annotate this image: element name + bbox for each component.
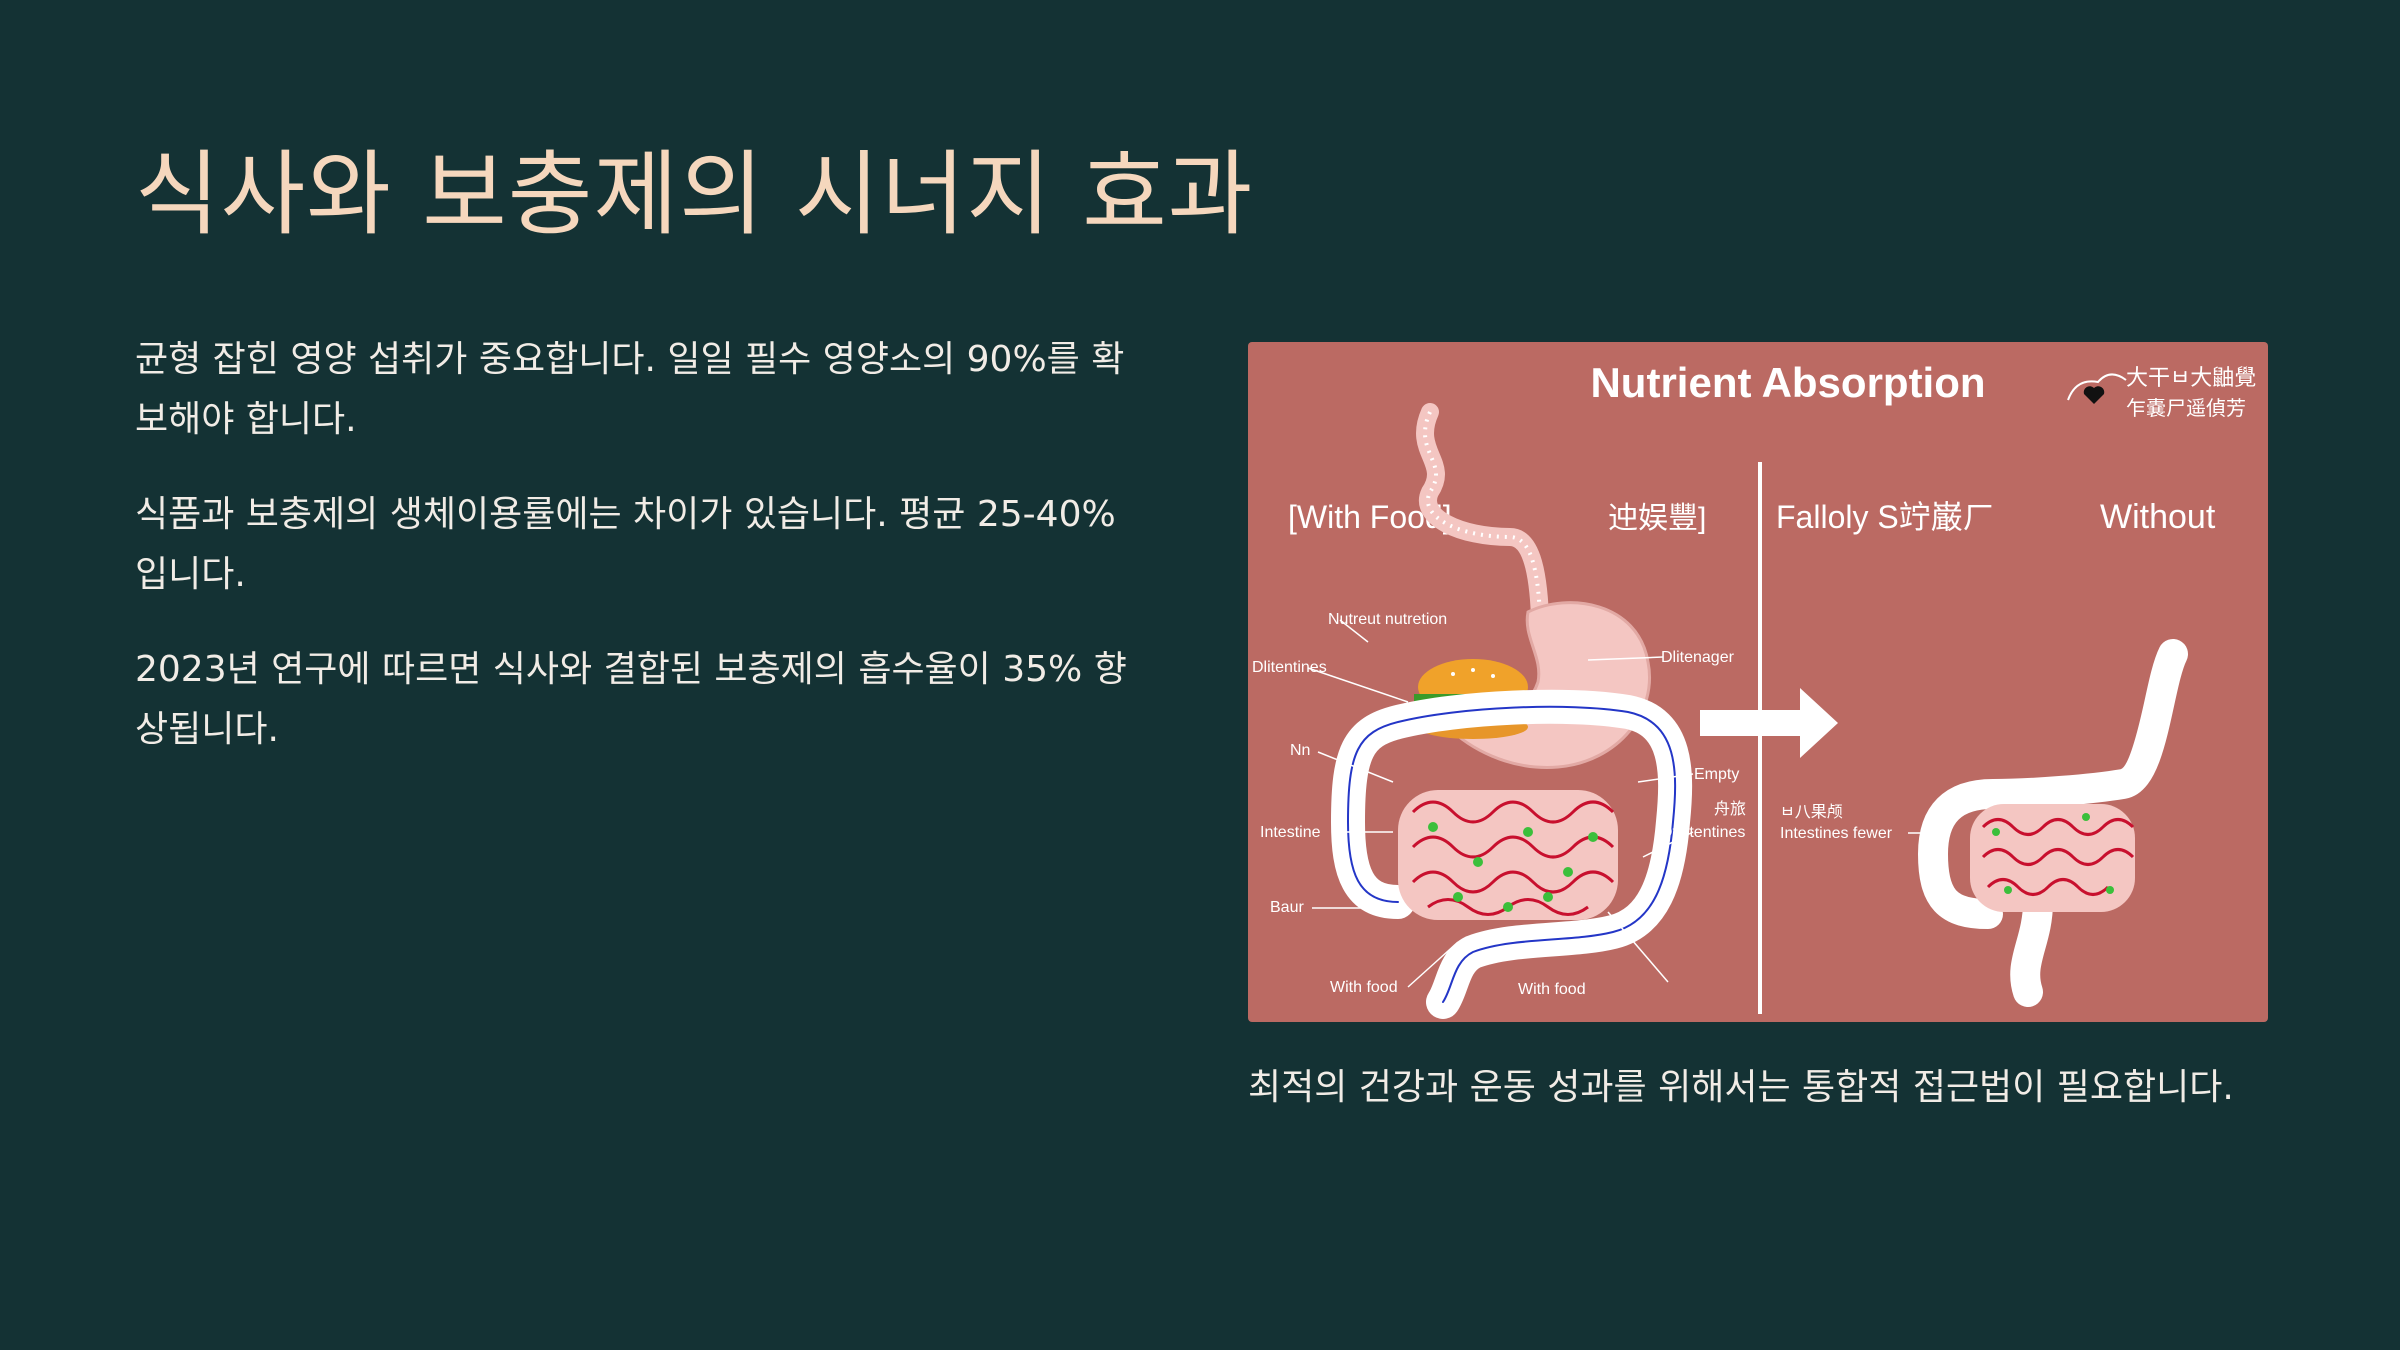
label-with-food-right: With food	[1518, 981, 1586, 998]
nutrient-dots-right	[1992, 813, 2114, 894]
slide-title: 식사와 보충제의 시너지 효과	[135, 141, 1254, 248]
nutrient-absorption-illustration: Nutrient Absorption 大干ㅂ大鼬覺 乍嚢尸遥偵芳 [With …	[1248, 342, 2268, 1022]
label-intestine: Intestine	[1260, 824, 1321, 841]
header-mid-right: Falloly S竚巌ㄏ	[1776, 499, 1995, 535]
label-nutrient: Nutreut nutretion	[1328, 611, 1447, 628]
large-intestine-left-outline	[1346, 705, 1677, 1003]
label-with-food-left: With food	[1330, 979, 1398, 996]
illustration-svg: Nutrient Absorption 大干ㅂ大鼬覺 乍嚢尸遥偵芳 [With …	[1252, 359, 2256, 1019]
small-intestine-left	[1398, 790, 1618, 920]
body-text: 균형 잡힌 영양 섭취가 중요합니다. 일일 필수 영양소의 90%를 확보해야…	[135, 330, 1155, 795]
label-baur: Baur	[1270, 899, 1304, 916]
label-lines-left	[1307, 619, 1694, 988]
nutrient-dots-left	[1428, 822, 1598, 912]
figure-title: Nutrient Absorption	[1590, 359, 1985, 406]
label-dlitentines: Dlitentines	[1252, 659, 1327, 676]
figure-caption: 최적의 건강과 운동 성과를 위해서는 통합적 접근법이 필요합니다.	[1248, 1067, 2234, 1108]
label-cjk-small: 舟旅	[1714, 800, 1746, 818]
small-intestine-right	[1970, 804, 2135, 912]
cloud-icon	[2067, 373, 2127, 401]
paragraph-1: 균형 잡힌 영양 섭취가 중요합니다. 일일 필수 영양소의 90%를 확보해야…	[135, 339, 1125, 440]
logo-line-2: 乍嚢尸遥偵芳	[2126, 397, 2246, 420]
villi-right	[1981, 818, 2135, 896]
large-intestine-right	[1917, 639, 2188, 1007]
label-empty: Empty	[1694, 766, 1739, 783]
label-nn: Nn	[1290, 742, 1310, 759]
label-otintentines: Otintentines	[1660, 824, 1745, 841]
label-dlitenager: Dlitenager	[1661, 649, 1735, 666]
label-cjk-right: ㅂ八果颅	[1780, 803, 1843, 821]
paragraph-3: 2023년 연구에 따르면 식사와 결합된 보충제의 흡수율이 35% 향상됩니…	[135, 649, 1127, 750]
arrow-right-icon	[1700, 688, 1838, 758]
paragraph-2: 식품과 보충제의 생체이용률에는 차이가 있습니다. 평균 25-40% 입니다…	[135, 494, 1116, 595]
heart-icon	[2083, 386, 2105, 404]
villi-left	[1411, 800, 1615, 916]
logo-line-1: 大干ㅂ大鼬覺	[2126, 365, 2256, 390]
label-intestines-fewer: Intestines fewer	[1780, 825, 1893, 842]
header-mid-left: 迚娱豐]	[1608, 502, 1706, 535]
logo: 大干ㅂ大鼬覺 乍嚢尸遥偵芳	[2067, 365, 2256, 420]
header-without: Without	[2100, 498, 2216, 536]
esophagus	[1416, 403, 1549, 626]
